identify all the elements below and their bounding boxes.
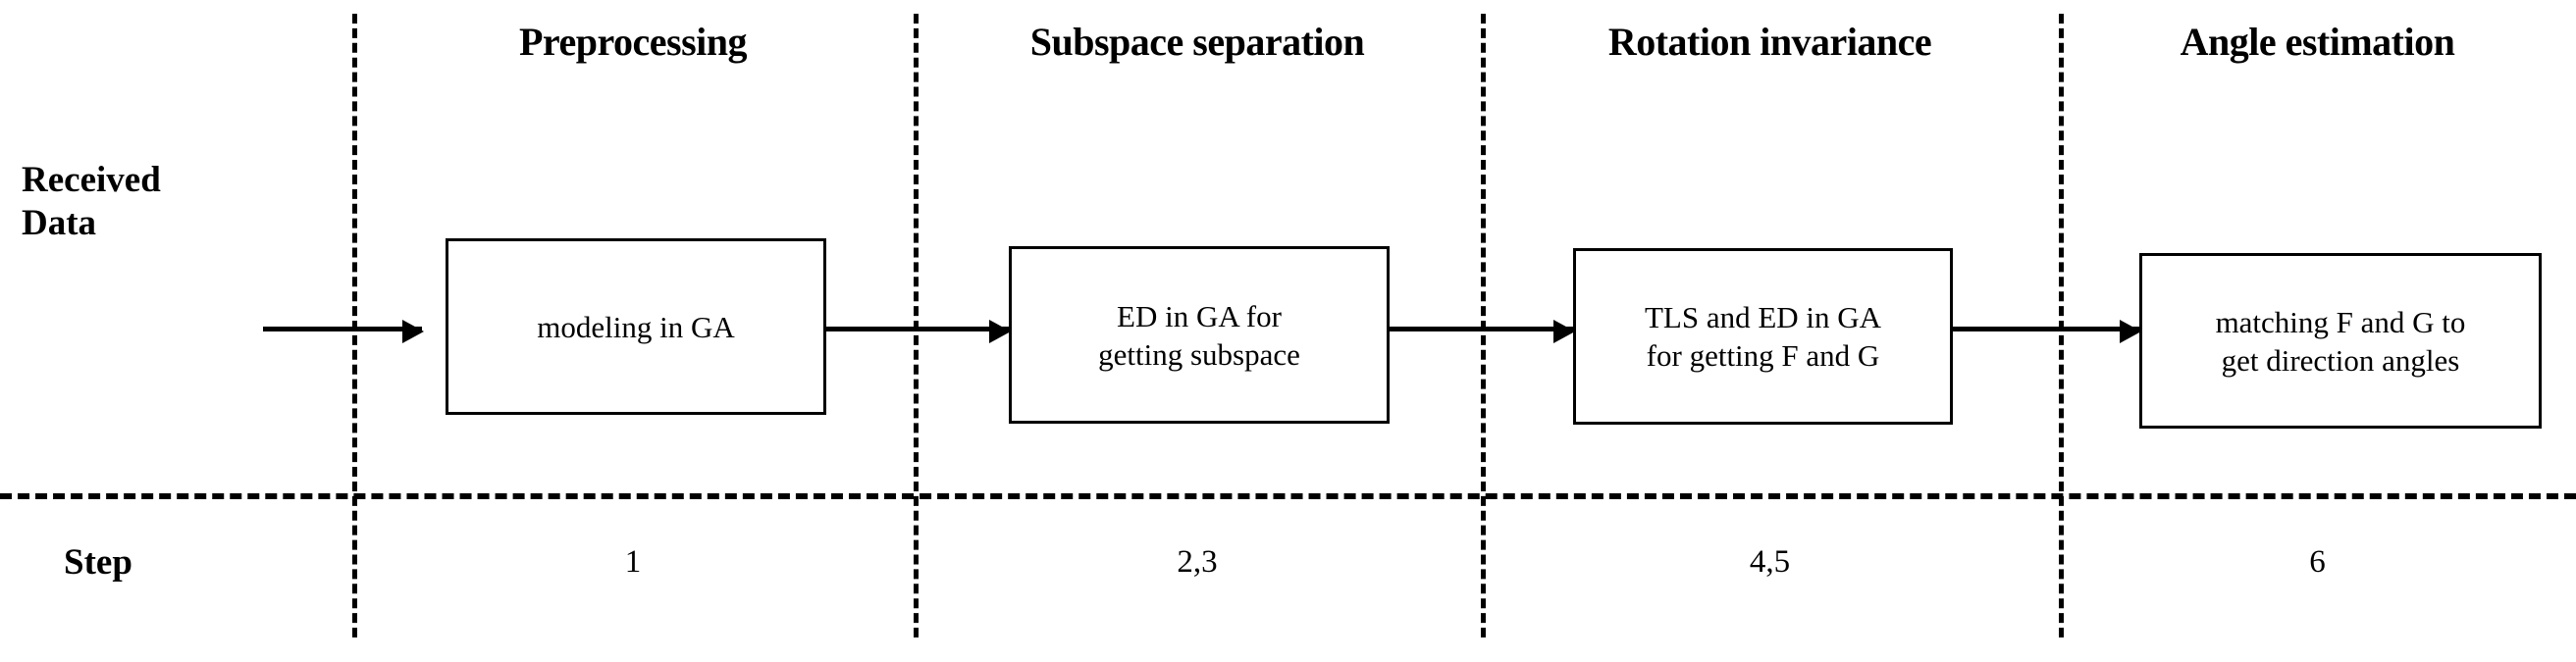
process-box-3-line2: for getting F and G [1646, 338, 1880, 373]
stage-divider-4 [2059, 14, 2064, 637]
arrow-box-1-to-box-2 [826, 320, 1011, 343]
process-box-3-line1: TLS and ED in GA [1644, 300, 1882, 334]
process-box-tls-ed-in-ga: TLS and ED in GA for getting F and G [1573, 248, 1953, 425]
step-value-angle-estimation: 6 [2309, 544, 2326, 580]
process-box-4-line1: matching F and G to [2215, 304, 2466, 339]
stage-title-preprocessing: Preprocessing [519, 20, 748, 64]
step-value-preprocessing: 1 [624, 544, 642, 580]
step-value-subspace-separation: 2,3 [1177, 544, 1218, 580]
stage-divider-1 [352, 14, 357, 637]
stage-title-subspace-separation: Subspace separation [1029, 20, 1365, 64]
process-box-4-line2: get direction angles [2221, 342, 2460, 378]
process-box-ed-in-ga-subspace: ED in GA for getting subspace [1009, 246, 1390, 424]
received-data-label-line1: Received [22, 160, 161, 200]
stage-divider-3 [1481, 14, 1486, 637]
received-data-label-line2: Data [22, 203, 97, 243]
received-data-label: Received Data [22, 159, 316, 245]
process-box-1-line1: modeling in GA [537, 309, 735, 344]
stage-divider-2 [914, 14, 919, 637]
step-row-divider [0, 493, 2576, 499]
step-row-label: Step [64, 542, 132, 583]
stage-title-rotation-invariance: Rotation invariance [1607, 20, 1932, 64]
process-box-2-line2: getting subspace [1098, 336, 1300, 372]
arrow-box-2-to-box-3 [1390, 320, 1575, 343]
arrow-input-to-box-1 [263, 320, 424, 343]
arrow-box-3-to-box-4 [1953, 320, 2141, 343]
process-box-matching-f-and-g: matching F and G to get direction angles [2139, 253, 2542, 429]
stage-title-angle-estimation: Angle estimation [2180, 20, 2455, 64]
step-value-rotation-invariance: 4,5 [1749, 544, 1791, 580]
process-box-2-line1: ED in GA for [1117, 298, 1282, 333]
process-box-modeling-in-ga: modeling in GA [446, 238, 826, 415]
